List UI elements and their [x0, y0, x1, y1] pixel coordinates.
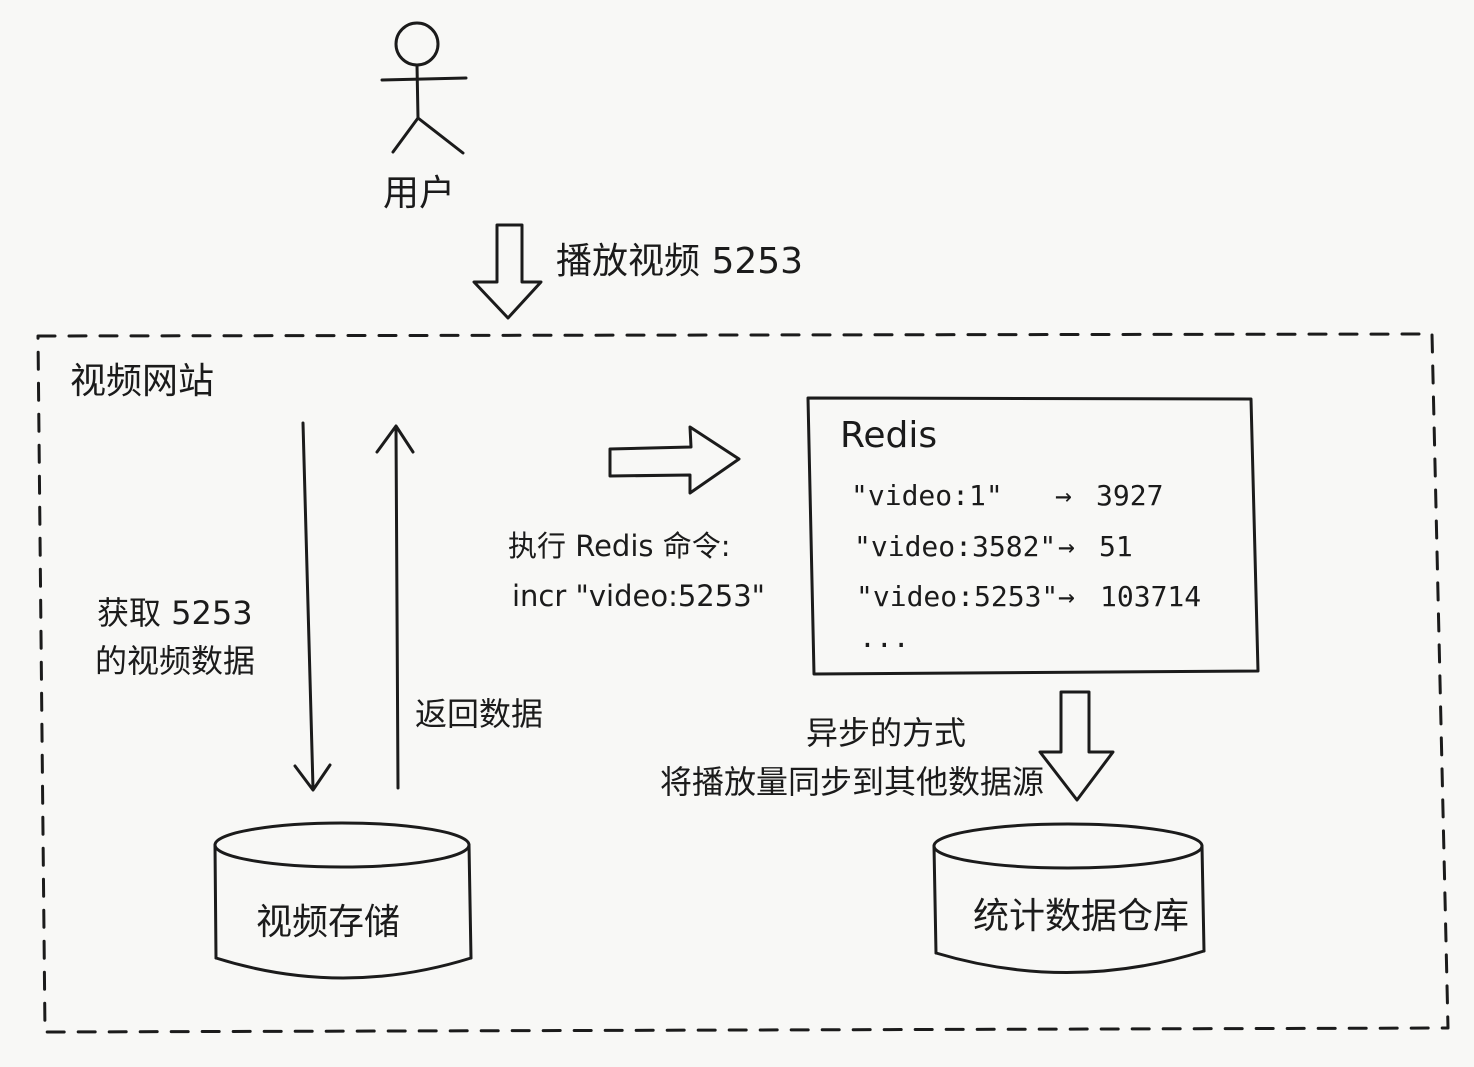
request-label: 播放视频 5253	[556, 241, 804, 282]
storage-label: 视频存储	[256, 902, 401, 943]
video-storage-cylinder	[213, 821, 473, 980]
website-title: 视频网站	[70, 361, 215, 402]
redis-more: ...	[859, 621, 910, 654]
user-label: 用户	[383, 173, 456, 214]
warehouse-label: 统计数据仓库	[973, 896, 1190, 937]
redis-entry-arrow: →	[1058, 580, 1075, 613]
sync-arrow	[1038, 690, 1115, 802]
redis-entry-arrow: →	[1055, 479, 1072, 512]
sync-label-line1: 异步的方式	[806, 714, 967, 752]
fetch-label-line1: 获取 5253	[97, 594, 253, 632]
redis-command-arrow	[608, 425, 741, 495]
redis-entry-value: 103714	[1100, 580, 1202, 613]
redis-entry-value: 3927	[1096, 479, 1164, 512]
redis-entry-value: 51	[1099, 530, 1133, 563]
fetch-label-line2: 的视频数据	[95, 642, 256, 680]
website-boundary	[36, 332, 1450, 1034]
sync-label-line2: 将播放量同步到其他数据源	[660, 763, 1045, 801]
fetch-arrow	[293, 421, 332, 792]
command-label-line1: 执行 Redis 命令:	[508, 529, 731, 563]
redis-entry-key: "video:3582"	[854, 530, 1057, 563]
redis-title: Redis	[840, 415, 938, 456]
return-arrow	[375, 424, 415, 790]
stats-warehouse-cylinder	[932, 822, 1206, 974]
command-label-line2: incr "video:5253"	[512, 579, 765, 613]
redis-entry-key: "video:5253"	[856, 580, 1059, 613]
request-arrow	[472, 223, 543, 320]
redis-box	[806, 396, 1260, 676]
redis-entry-arrow: →	[1058, 530, 1075, 563]
user-figure	[380, 21, 468, 155]
redis-entry-key: "video:1"	[851, 479, 1003, 512]
return-label: 返回数据	[415, 695, 544, 733]
